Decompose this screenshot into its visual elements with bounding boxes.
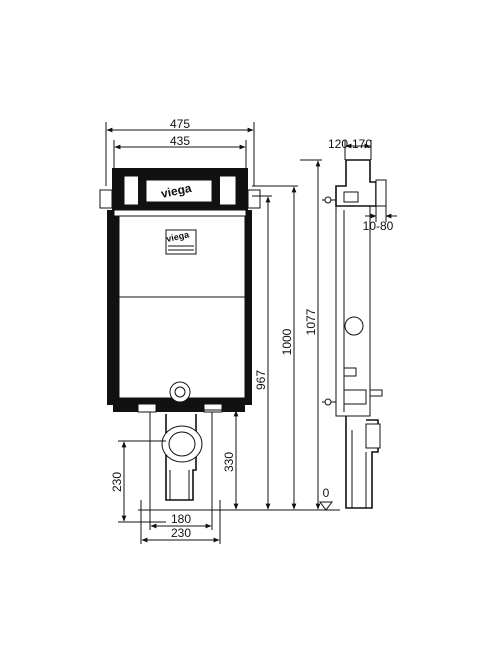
dim-height-1000: 1000 [280,328,294,355]
dim-frame-width: 435 [170,134,190,148]
logo-text-cistern: viega [160,181,193,201]
dim-overall-width: 475 [170,117,190,131]
viega-logo: viega viega [160,181,193,244]
frame-panel [118,215,246,399]
logo-text-plate: viega [165,229,191,244]
side-access-hole [344,316,364,336]
dim-bottom-230: 230 [171,526,191,540]
bracket-left [99,189,113,209]
foot-right [203,403,223,413]
front-dimensions: 475 435 967 1000 1077 330 230 180 [105,117,340,544]
dim-depth: 120-170 [328,137,372,151]
dim-offset: 10-80 [363,219,394,233]
dim-height-1077: 1077 [304,308,318,335]
cistern-window [145,179,213,203]
dim-drain-height: 330 [222,452,236,472]
side-column [335,205,371,417]
side-drain-bend [345,416,379,509]
bracket-right [247,189,261,209]
side-view [322,159,387,509]
dim-bottom-180: 180 [171,512,191,526]
side-dimensions: 120-170 10-80 0 [319,137,397,511]
crossbar [113,209,247,217]
waste-pipe [165,414,197,501]
foot-left [137,403,157,413]
level-triangle [319,501,333,511]
front-view [99,168,261,501]
dim-height-967: 967 [254,370,268,390]
dim-side-230: 230 [110,472,124,492]
zero-level: 0 [323,486,330,500]
